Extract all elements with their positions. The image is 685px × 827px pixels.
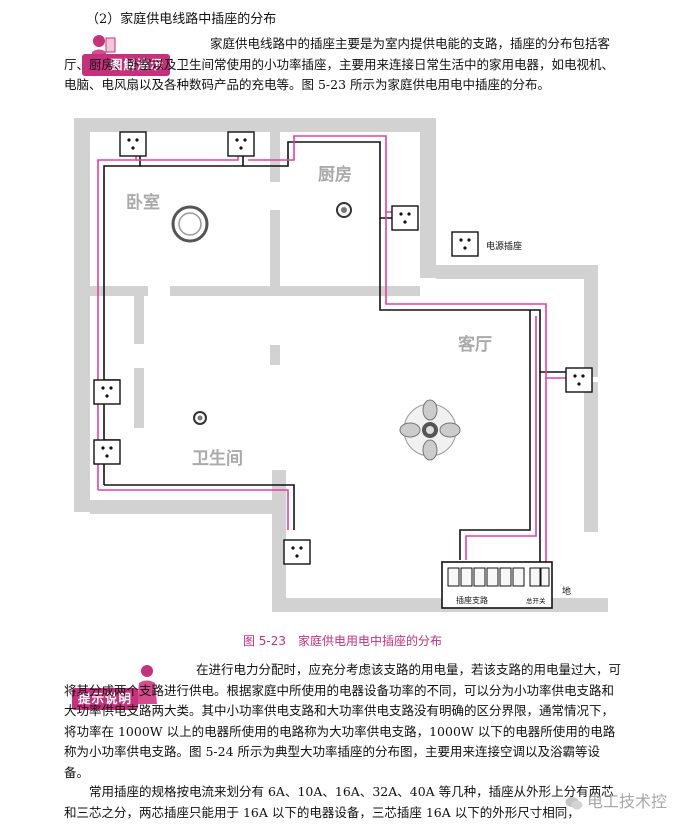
watermark-text: 电工技术控 — [586, 792, 667, 811]
outlet-kitchen — [391, 205, 419, 231]
demo-badge-label: 图解演示 — [82, 54, 170, 76]
wechat-icon — [565, 796, 583, 809]
ground-label: 地 — [562, 585, 571, 597]
tip-badge: 提示说明 — [72, 665, 168, 712]
tip-badge-label: 提示说明 — [72, 688, 138, 710]
outlet-group — [93, 131, 593, 565]
room-label-living: 客厅 — [457, 334, 492, 355]
room-label-bedroom: 卧室 — [126, 192, 160, 213]
outlet-legend — [451, 231, 479, 257]
bedroom-ceiling-light — [171, 205, 209, 243]
panel-main-label: 总开关 — [526, 596, 546, 605]
spec-paragraph: 常用插座的规格按电流来划分有 6A、10A、16A、32A、40A 等几种，插座… — [64, 784, 614, 820]
legend-outlet-label: 电源插座 — [486, 240, 522, 252]
bathroom-ceiling-light — [193, 411, 207, 425]
panel-branch-label: 插座支路 — [456, 595, 488, 605]
demo-badge: 图解演示 — [78, 32, 174, 78]
figure-caption: 图 5-23 家庭供电用电中插座的分布 — [0, 632, 685, 649]
speaker-icon — [137, 665, 157, 704]
outlet-hall — [283, 539, 311, 565]
intro-paragraph: 家庭供电线路中的插座主要是为室内提供电能的支路，插座的分布包括客厅、厨房、卧室以… — [64, 36, 615, 92]
caption-title: 家庭供电用电中插座的分布 — [298, 634, 443, 648]
distribution-panel: 插座支路 总开关 — [441, 561, 553, 609]
caption-number: 图 5-23 — [242, 634, 287, 648]
section-heading: （2）家庭供电线路中插座的分布 — [86, 12, 277, 27]
tip-paragraph: 在进行电力分配时，应充分考虑该支路的用电量，若该支路的用电量过大，可将其分成两个… — [64, 662, 622, 780]
room-label-kitchen: 厨房 — [318, 164, 352, 185]
watermark: 电工技术控 — [565, 788, 667, 812]
room-label-bathroom: 卫生间 — [192, 448, 243, 469]
outlet-bathroom-1 — [93, 379, 121, 405]
floor-plan-figure: 卧室 厨房 客厅 卫生间 电源插座 插座支路 总开关 地 — [74, 118, 608, 612]
walls — [74, 118, 608, 612]
outlet-bedroom-2 — [227, 131, 255, 157]
living-chandelier-icon — [399, 399, 461, 461]
outlet-bedroom-1 — [119, 131, 147, 157]
kitchen-ceiling-light — [336, 202, 352, 218]
outlet-living — [565, 367, 593, 393]
outlet-bathroom-2 — [93, 439, 121, 465]
